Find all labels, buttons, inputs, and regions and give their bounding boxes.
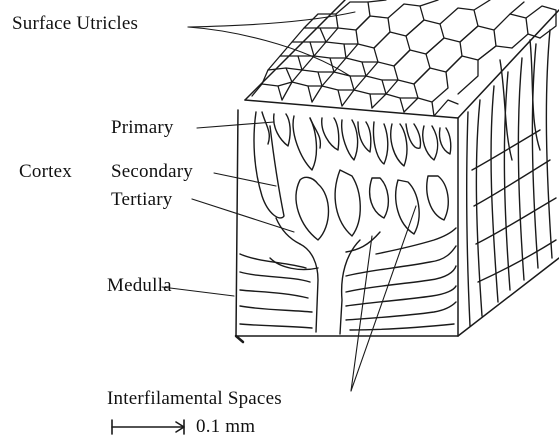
leader-interfilamental-2 bbox=[351, 236, 372, 391]
cortex-secondary-tertiary-branches bbox=[270, 170, 448, 334]
leader-primary bbox=[197, 122, 274, 128]
leader-tertiary bbox=[192, 199, 294, 232]
medulla-filaments bbox=[240, 228, 456, 330]
side-face-filaments bbox=[467, 30, 556, 326]
label-surface-utricles: Surface Utricles bbox=[12, 14, 138, 33]
label-tertiary: Tertiary bbox=[111, 190, 172, 209]
scale-bar bbox=[112, 420, 184, 434]
label-interfilamental-spaces: Interfilamental Spaces bbox=[107, 389, 282, 408]
label-scale-bar: 0.1 mm bbox=[196, 417, 255, 436]
leader-medulla bbox=[162, 287, 234, 296]
cortex-primary-branches bbox=[254, 112, 451, 218]
label-medulla: Medulla bbox=[107, 276, 172, 295]
label-cortex: Cortex bbox=[19, 162, 72, 181]
leader-secondary bbox=[214, 173, 276, 186]
label-primary: Primary bbox=[111, 118, 174, 137]
surface-utricle-cells bbox=[252, 0, 556, 116]
label-secondary: Secondary bbox=[111, 162, 193, 181]
